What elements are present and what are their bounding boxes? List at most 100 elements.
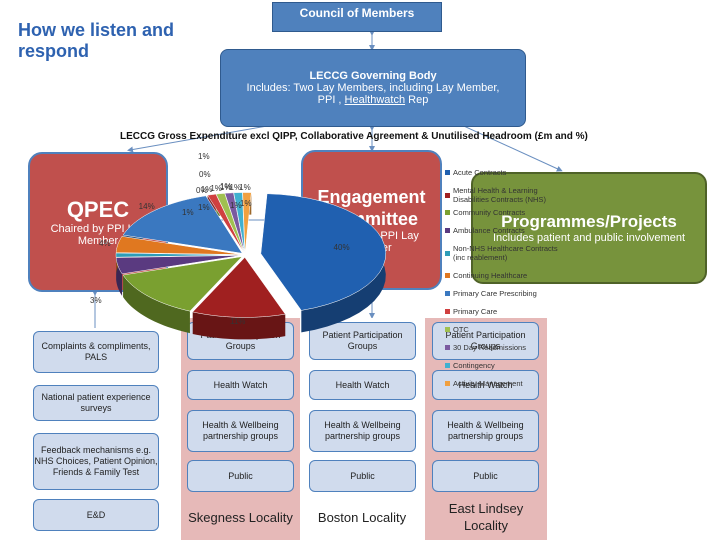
legend-item: OTC [445, 325, 565, 334]
legend-swatch [445, 192, 450, 198]
boston-hwb-label: Health & Wellbeing partnership groups [324, 420, 401, 441]
pie-slice [192, 257, 286, 318]
pie-value-label: 1% [220, 182, 232, 191]
programmes-title: Programmes/Projects [501, 212, 677, 231]
legend-item: Mental Health & Learning Disabilities Co… [445, 186, 565, 204]
boston-locality-label: Boston Locality [317, 509, 407, 525]
pie-slice [115, 236, 242, 255]
pie-slice [122, 256, 243, 312]
qpec-subtitle: Chaired by PPI Lay Member [50, 223, 146, 247]
east-lindsey-hwb-box: Health & Wellbeing partnership groups [432, 410, 539, 452]
east-lindsey-public-label: Public [473, 470, 498, 481]
pie-slice [260, 193, 387, 311]
pie-slice [215, 193, 245, 253]
feedback-mechanisms-box: Feedback mechanisms e.g. NHS Choices, Pa… [33, 433, 159, 490]
pie-value-label: 1% [240, 199, 252, 208]
east-lindsey-hwb-label: Health & Wellbeing partnership groups [447, 420, 524, 441]
legend-swatch [445, 327, 450, 332]
legend-label: Continuing Healthcare [453, 271, 528, 280]
boston-hwb-box: Health & Wellbeing partnership groups [309, 410, 416, 452]
legend-label: Primary Care [453, 307, 498, 316]
legend-item: 30 Day Readmissions [445, 343, 565, 352]
legend-label: OTC [453, 325, 469, 334]
skegness-public-box: Public [187, 460, 294, 492]
governing-body-line2: Includes: Two Lay Members, including Lay… [246, 82, 500, 94]
legend-label: Mental Health & Learning Disabilities Co… [453, 186, 546, 204]
council-label: Council of Members [299, 6, 415, 20]
east-lindsey-healthwatch-label: Health Watch [458, 379, 513, 390]
pie-value-label: 1% [230, 201, 242, 210]
skegness-locality-label: Skegness Locality [188, 509, 293, 525]
equality-diversity-label: E&D [86, 509, 106, 520]
pie-value-label: 3% [90, 296, 102, 305]
programmes-subtitle: Includes patient and public involvement [492, 232, 685, 244]
east-lindsey-locality-label: East Lindsey Locality [448, 501, 524, 533]
legend-label: Community Contracts [453, 208, 526, 217]
governing-body-box: LECCG Governing Body Includes: Two Lay M… [220, 49, 526, 127]
feedback-mechanisms-label: Feedback mechanisms e.g. NHS Choices, Pa… [34, 445, 158, 477]
skegness-hwb-box: Health & Wellbeing partnership groups [187, 410, 294, 452]
legend-swatch [445, 345, 450, 350]
pie-slice [224, 192, 245, 253]
national-surveys-box: National patient experience surveys [33, 385, 159, 421]
pie-value-label: 1% [182, 208, 194, 217]
legend-item: Activity Management [445, 379, 565, 388]
chart-title: LECCG Gross Expenditure excl QIPP, Colla… [120, 131, 588, 142]
pie-value-label: 1% [200, 185, 213, 195]
national-surveys-label: National patient experience surveys [41, 392, 151, 413]
qpec-title: QPEC [66, 197, 130, 222]
pie-slice [207, 193, 245, 253]
equality-diversity-box: E&D [33, 499, 159, 531]
skegness-public-label: Public [228, 470, 253, 481]
complaints-label: Complaints & compliments, PALS [41, 341, 151, 362]
pie-slice [115, 252, 242, 258]
east-lindsey-public-box: Public [432, 460, 539, 492]
pie-slice-side [116, 257, 123, 296]
boston-public-box: Public [309, 460, 416, 492]
governing-body-line3-suffix: Rep [408, 94, 429, 106]
pie-value-label: 14% [138, 202, 155, 212]
legend-label: Contingency [453, 361, 495, 370]
pie-chart [115, 192, 387, 340]
legend-item: Community Contracts [445, 208, 565, 217]
council-of-members-box: Council of Members [272, 2, 442, 32]
legend-label: Acute Contracts [453, 168, 507, 177]
legend-item: Non-NHS Healthcare Contracts (inc reable… [445, 244, 565, 262]
pie-value-label: 0% [196, 186, 208, 195]
pie-slice [115, 255, 242, 275]
boston-ppg-box: Patient Participation Groups [309, 322, 416, 360]
boston-public-label: Public [350, 470, 375, 481]
legend-swatch [445, 309, 450, 314]
legend-swatch [445, 228, 450, 233]
pie-slice [122, 195, 243, 254]
complaints-box: Complaints & compliments, PALS [33, 331, 159, 373]
pie-value-label: 1% [198, 203, 210, 212]
pie-value-label: 1% [198, 152, 210, 161]
governing-body-title: LECCG Governing Body [309, 70, 437, 82]
boston-healthwatch-box: Health Watch [309, 370, 416, 400]
governing-body-line3: PPI , Healthwatch Rep [318, 94, 429, 106]
pie-value-label: 1% [229, 182, 242, 192]
legend-label: Activity Management [453, 379, 523, 388]
legend-swatch [445, 363, 450, 368]
pie-slice-side [192, 311, 286, 340]
page-title: How we listen and respond [18, 20, 175, 61]
pie-value-label: 1% [239, 182, 251, 192]
pie-slice [233, 192, 246, 253]
pie-value-label: 1% [219, 183, 232, 193]
legend-swatch [445, 381, 450, 386]
programmes-projects-box: Programmes/Projects Includes patient and… [471, 172, 707, 284]
legend-swatch [445, 170, 450, 175]
legend-swatch [445, 291, 450, 296]
skegness-healthwatch-box: Health Watch [187, 370, 294, 400]
east-lindsey-ppg-label: Patient Participation Groups [445, 330, 526, 351]
healthwatch-link[interactable]: Healthwatch [344, 94, 406, 106]
pie-value-label: 11% [230, 317, 246, 327]
legend-item: Continuing Healthcare [445, 271, 565, 280]
boston-ppg-label: Patient Participation Groups [322, 330, 403, 351]
pie-value-label: 1% [210, 184, 222, 194]
legend-swatch [445, 210, 450, 215]
pie-slice-side [123, 275, 190, 334]
legend-swatch [445, 250, 450, 256]
skegness-healthwatch-label: Health Watch [213, 379, 268, 390]
